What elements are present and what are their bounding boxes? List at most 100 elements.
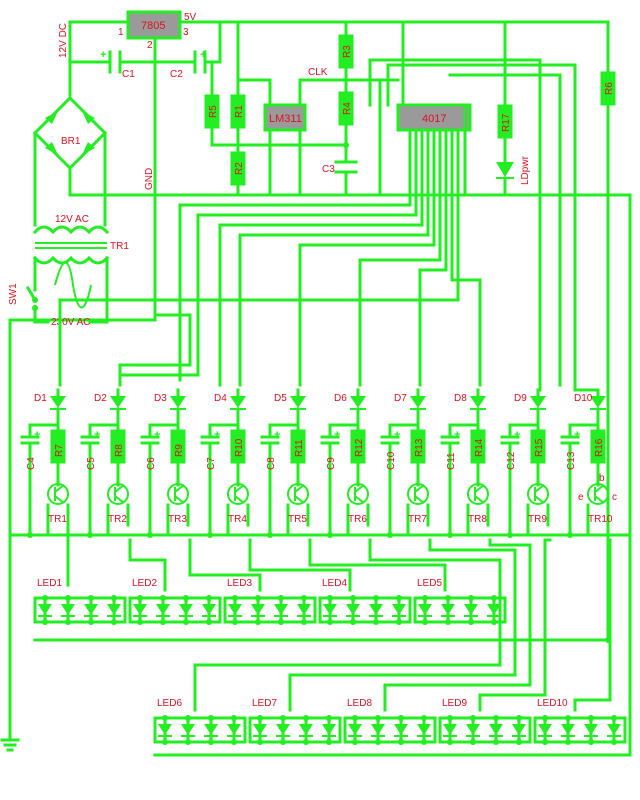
label-led5: LED5 bbox=[417, 578, 442, 589]
label-c12: C12 bbox=[506, 451, 517, 470]
led-led1-2 bbox=[61, 604, 75, 615]
led-led7-4 bbox=[322, 724, 336, 735]
svg-text:+: + bbox=[394, 429, 400, 441]
diode-d8 bbox=[470, 396, 486, 408]
label-r9: R9 bbox=[174, 444, 185, 457]
label-led2: LED2 bbox=[132, 578, 157, 589]
led-led3-2 bbox=[251, 604, 265, 615]
diode-d10 bbox=[590, 396, 606, 408]
led-led2-4 bbox=[202, 604, 216, 615]
led-bank-led9: LED9 bbox=[438, 698, 532, 745]
svg-text:+: + bbox=[334, 429, 340, 441]
label-c13: C13 bbox=[566, 451, 577, 470]
label-tr7: TR7 bbox=[408, 514, 427, 525]
led-led1-3 bbox=[84, 604, 98, 615]
led-bank-led2: LED2 bbox=[128, 578, 222, 625]
label-led9: LED9 bbox=[442, 698, 467, 709]
transistor-tr9 bbox=[527, 483, 549, 505]
label-5v: 5V bbox=[184, 12, 197, 23]
reg-pin3: 3 bbox=[183, 27, 189, 38]
transistor-tr5 bbox=[287, 483, 309, 505]
label-r16: R16 bbox=[594, 438, 605, 457]
led-led3-4 bbox=[297, 604, 311, 615]
led-led8-3 bbox=[394, 724, 408, 735]
transistor-tr10 bbox=[587, 483, 609, 505]
led-led7-3 bbox=[299, 724, 313, 735]
label-tr3: TR3 bbox=[168, 514, 187, 525]
transistor-tr8 bbox=[467, 483, 489, 505]
label-c6: C6 bbox=[146, 457, 157, 470]
label-d7: D7 bbox=[394, 393, 407, 404]
led-led2-2 bbox=[156, 604, 170, 615]
label-12v-ac: 12V AC bbox=[55, 214, 89, 225]
led-bank-led3: LED3 bbox=[223, 578, 317, 625]
led-led1-4 bbox=[107, 604, 121, 615]
label-c11: C11 bbox=[446, 452, 457, 470]
led-led2-3 bbox=[179, 604, 193, 615]
label-base: b bbox=[599, 473, 605, 484]
svg-text:+: + bbox=[94, 429, 100, 441]
lm311-label: LM311 bbox=[269, 113, 302, 125]
svg-text:+: + bbox=[574, 429, 580, 441]
diode-d2 bbox=[110, 396, 126, 408]
driver-stages: D1+C4R7TR1D2+C5R8TR2D3+C6R9TR3D4+C7R10TR… bbox=[20, 388, 617, 538]
label-c5: C5 bbox=[86, 457, 97, 470]
label-c3: C3 bbox=[322, 164, 335, 175]
led-led6-2 bbox=[181, 724, 195, 735]
label-r5: R5 bbox=[208, 105, 219, 118]
diode-d1 bbox=[50, 396, 66, 408]
label-tr5: TR5 bbox=[288, 514, 307, 525]
led-led3-3 bbox=[274, 604, 288, 615]
label-r8: R8 bbox=[114, 444, 125, 457]
label-led3: LED3 bbox=[227, 578, 252, 589]
led-led4-1 bbox=[323, 604, 337, 615]
label-d9: D9 bbox=[514, 393, 527, 404]
svg-text:+: + bbox=[154, 429, 160, 441]
led-led9-1 bbox=[443, 724, 457, 735]
label-c2: C2 bbox=[170, 69, 183, 80]
label-c8: C8 bbox=[266, 457, 277, 470]
led-led4-4 bbox=[392, 604, 406, 615]
led-led5-4 bbox=[487, 604, 501, 615]
led-led10-2 bbox=[561, 724, 575, 735]
label-r11: R11 bbox=[294, 439, 305, 457]
led-bank-led8: LED8 bbox=[343, 698, 437, 745]
diode-d6 bbox=[350, 396, 366, 408]
label-r12: R12 bbox=[354, 438, 365, 457]
led-led9-3 bbox=[489, 724, 503, 735]
led-bank-led5: LED5 bbox=[413, 578, 507, 625]
svg-text:+: + bbox=[100, 49, 106, 61]
label-led4: LED4 bbox=[322, 578, 347, 589]
label-r2: R2 bbox=[234, 162, 245, 175]
label-r4: R4 bbox=[342, 102, 353, 115]
label-tr1: TR1 bbox=[110, 241, 129, 252]
label-tr4: TR4 bbox=[228, 514, 247, 525]
label-tr10: TR10 bbox=[588, 514, 613, 525]
led-led4-3 bbox=[369, 604, 383, 615]
svg-text:+: + bbox=[454, 429, 460, 441]
label-r13: R13 bbox=[414, 438, 425, 457]
label-r7: R7 bbox=[54, 444, 65, 457]
label-tr9: TR9 bbox=[528, 514, 547, 525]
led-bank-led6: LED6 bbox=[153, 698, 247, 745]
reg-pin2: 2 bbox=[147, 40, 153, 51]
transistor-tr1 bbox=[47, 483, 69, 505]
label-tr2: TR2 bbox=[108, 514, 127, 525]
label-c1: C1 bbox=[122, 69, 135, 80]
led-led8-2 bbox=[371, 724, 385, 735]
label-d10: D10 bbox=[574, 393, 593, 404]
led-led5-1 bbox=[418, 604, 432, 615]
label-d1: D1 bbox=[34, 393, 47, 404]
led-led6-3 bbox=[204, 724, 218, 735]
transistor-tr4 bbox=[227, 483, 249, 505]
svg-text:+: + bbox=[200, 49, 206, 61]
label-d2: D2 bbox=[94, 393, 107, 404]
led-led5-2 bbox=[441, 604, 455, 615]
diode-d4 bbox=[230, 396, 246, 408]
label-r15: R15 bbox=[534, 438, 545, 457]
